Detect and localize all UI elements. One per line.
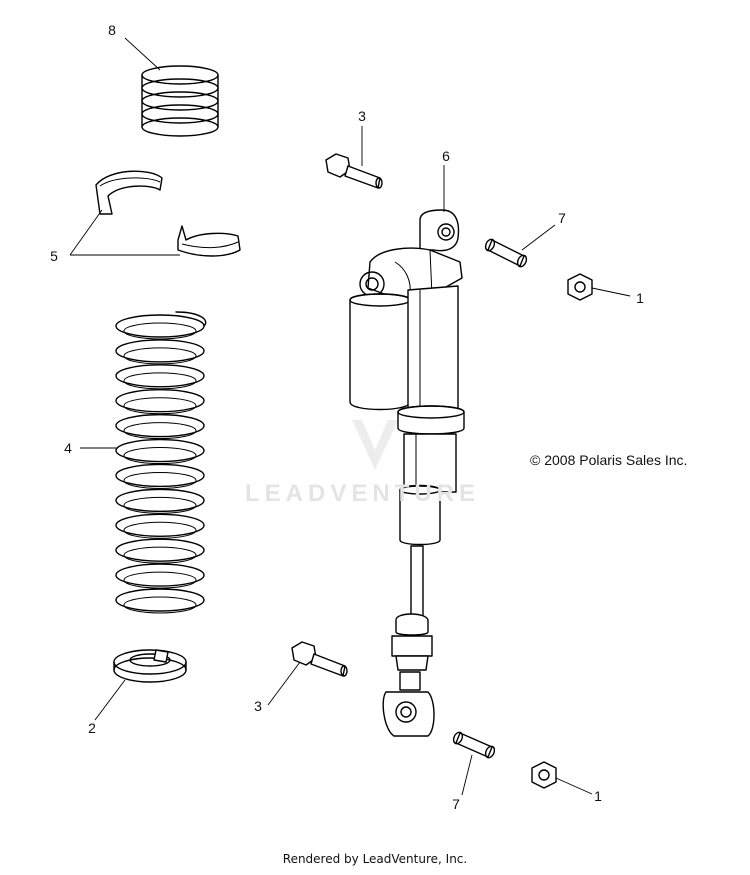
leader-2 — [94, 679, 126, 721]
callout-2: 2 — [88, 720, 96, 736]
spring-coil-inner — [123, 372, 197, 390]
spring-end — [175, 311, 207, 327]
spring-coil — [115, 413, 205, 438]
bushing-bottom — [452, 731, 496, 759]
spring-coil — [115, 563, 205, 587]
callout-3-bottom: 3 — [254, 698, 262, 714]
leader-1-top — [591, 287, 631, 297]
spring-coil — [115, 588, 205, 612]
callout-1-top: 1 — [636, 290, 644, 306]
watermark-text: LEADVENTURE — [245, 480, 481, 507]
callout-7-bottom: 7 — [452, 796, 460, 812]
leader-7-bottom — [461, 754, 473, 796]
callout-8: 8 — [108, 22, 116, 38]
spring-coil — [115, 538, 205, 562]
spring-coil-inner — [123, 471, 197, 489]
spring-coil-inner — [123, 422, 197, 440]
spring-coil — [115, 513, 205, 537]
spring-coil-inner — [123, 447, 197, 465]
leader-8 — [124, 37, 161, 71]
bolt-bottom — [291, 641, 348, 677]
bushing-top — [484, 238, 528, 268]
spring-seat — [113, 649, 187, 683]
spring-coil — [115, 463, 205, 488]
callout-5: 5 — [50, 248, 58, 264]
spring-coil — [115, 364, 205, 388]
leader-5a — [69, 209, 103, 256]
spring-coil — [115, 488, 205, 513]
callout-6: 6 — [442, 148, 450, 164]
spring-coil — [115, 389, 205, 413]
leader-1-bottom — [555, 777, 593, 795]
spring-coil-inner — [123, 496, 197, 514]
small-spring — [141, 65, 219, 137]
callout-3-top: 3 — [358, 108, 366, 124]
spring-coil-inner — [123, 571, 197, 589]
spring-coil-inner — [123, 521, 197, 539]
shock-absorber — [349, 209, 465, 737]
callout-7-top: 7 — [558, 210, 566, 226]
retainer-lower — [177, 225, 241, 257]
render-credit: Rendered by LeadVenture, Inc. — [282, 852, 468, 866]
leader-3-bottom — [267, 661, 301, 706]
nut-top — [567, 273, 593, 301]
nut-bottom — [531, 761, 557, 789]
retainer-upper — [95, 170, 163, 215]
spring-coil-inner — [123, 397, 197, 415]
copyright-notice: © 2008 Polaris Sales Inc. — [530, 452, 688, 468]
spring-coil-inner — [123, 347, 197, 365]
spring-coil-inner — [123, 546, 197, 564]
leader-7-top — [521, 224, 556, 251]
spring-coil-inner — [123, 322, 197, 340]
spring-coil — [115, 339, 205, 363]
main-coil-spring — [115, 311, 207, 614]
callout-1-bottom: 1 — [594, 788, 602, 804]
spring-coil-inner — [123, 596, 197, 614]
bolt-top — [325, 153, 383, 189]
callout-4: 4 — [64, 440, 72, 456]
spring-coil — [115, 314, 205, 338]
spring-coil — [115, 438, 205, 463]
